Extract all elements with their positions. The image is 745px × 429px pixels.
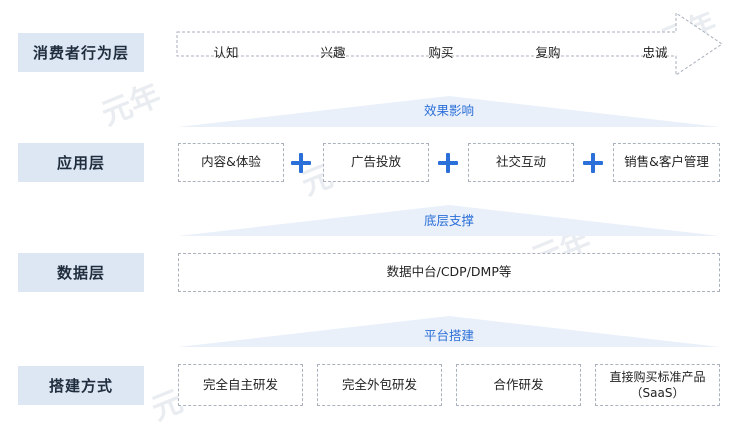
- stage-repurchase: 复购: [535, 45, 561, 60]
- stage-awareness: 认知: [213, 45, 239, 60]
- plus-icon: [437, 152, 459, 174]
- stage-interest: 兴趣: [320, 45, 346, 60]
- connector-effect-label: 效果影响: [423, 103, 474, 118]
- connector-support: 底层支撑: [178, 203, 720, 237]
- connector-platform-label: 平台搭建: [423, 328, 474, 343]
- connector-effect: 效果影响: [178, 94, 720, 128]
- build-item-cooperative: 合作研发: [456, 364, 581, 406]
- build-item-inhouse: 完全自主研发: [178, 364, 303, 406]
- connector-platform: 平台搭建: [178, 314, 720, 348]
- layer-label-data: 数据层: [18, 253, 144, 292]
- app-item-content: 内容&体验: [178, 143, 284, 182]
- layer-label-application: 应用层: [18, 143, 144, 182]
- connector-support-label: 底层支撑: [423, 213, 474, 228]
- layer-label-behavior: 消费者行为层: [18, 33, 144, 72]
- journey-stages: 认知 兴趣 购买 复购 忠诚: [0, 0, 745, 80]
- app-item-social: 社交互动: [468, 143, 574, 182]
- app-item-sales-crm: 销售&客户管理: [613, 143, 720, 182]
- stage-loyalty: 忠诚: [642, 45, 668, 60]
- plus-icon: [290, 152, 312, 174]
- layer-label-build: 搭建方式: [18, 366, 144, 405]
- data-platform-box: 数据中台/CDP/DMP等: [178, 253, 720, 292]
- journey-arrow: [176, 12, 723, 76]
- app-item-ads: 广告投放: [323, 143, 429, 182]
- build-item-outsourced: 完全外包研发: [317, 364, 442, 406]
- build-item-saas: 直接购买标准产品 （SaaS）: [595, 364, 720, 406]
- stage-purchase: 购买: [428, 45, 454, 60]
- plus-icon: [582, 152, 604, 174]
